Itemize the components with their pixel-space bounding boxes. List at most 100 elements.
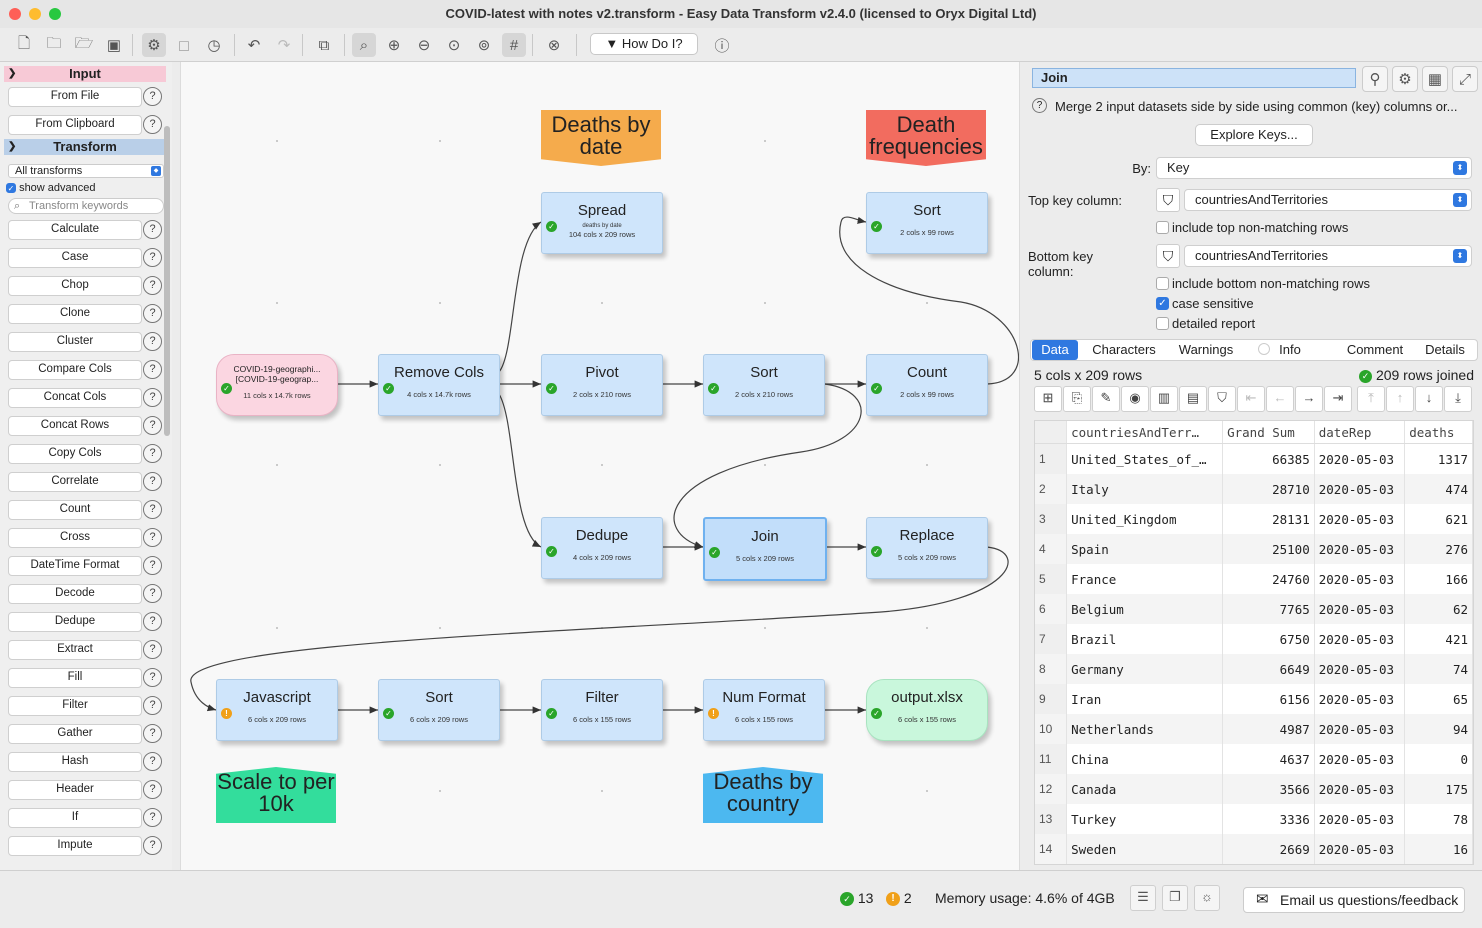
case-sensitive-checkbox[interactable]: ✓ bbox=[1156, 297, 1169, 310]
table-cell[interactable]: 65 bbox=[1404, 684, 1473, 714]
help-icon[interactable]: ? bbox=[143, 612, 162, 631]
transform-button-filter[interactable]: Filter bbox=[8, 696, 142, 716]
table-icon[interactable]: ▦ bbox=[1422, 66, 1448, 92]
node-count[interactable]: Count 2 cols x 99 rows ✓ bbox=[866, 354, 988, 416]
eye-icon[interactable]: ◉ bbox=[1121, 386, 1149, 412]
transform-button-concat-rows[interactable]: Concat Rows bbox=[8, 416, 142, 436]
zoom-in-icon[interactable]: ⊕ bbox=[387, 37, 401, 54]
tab-characters[interactable]: Characters bbox=[1092, 342, 1156, 357]
table-cell[interactable]: 2020-05-03 bbox=[1314, 474, 1406, 504]
help-icon[interactable]: ? bbox=[143, 276, 162, 295]
node-sort-2[interactable]: Sort 6 cols x 209 rows ✓ bbox=[378, 679, 500, 741]
transform-search-input[interactable]: ⌕ Transform keywords bbox=[8, 198, 164, 214]
table-cell[interactable]: Sweden bbox=[1066, 834, 1224, 864]
gears-icon[interactable]: ⚙ bbox=[1392, 66, 1418, 92]
previous-row-icon[interactable]: ↑ bbox=[1386, 386, 1414, 412]
zoom-select-icon[interactable]: ⌕ bbox=[352, 33, 376, 57]
node-remove-cols[interactable]: Remove Cols 4 cols x 14.7k rows ✓ bbox=[378, 354, 500, 416]
table-cell[interactable]: 2020-05-03 bbox=[1314, 684, 1406, 714]
node-input-file[interactable]: COVID-19-geographi... [COVID-19-geograp.… bbox=[216, 354, 338, 416]
table-cell[interactable]: 2020-05-03 bbox=[1314, 624, 1406, 654]
hierarchy-icon[interactable]: ⚲ bbox=[1362, 66, 1388, 92]
table-cell[interactable]: 276 bbox=[1404, 534, 1473, 564]
table-cell[interactable]: Belgium bbox=[1066, 594, 1224, 624]
help-icon[interactable]: ? bbox=[143, 500, 162, 519]
node-spread[interactable]: Spread deaths by date 104 cols x 209 row… bbox=[541, 192, 663, 254]
transform-button-datetime-format[interactable]: DateTime Format bbox=[8, 556, 142, 576]
save-icon[interactable]: ▣ bbox=[106, 37, 122, 54]
table-cell[interactable]: 62 bbox=[1404, 594, 1473, 624]
table-cell[interactable]: 94 bbox=[1404, 714, 1473, 744]
table-cell[interactable]: 28131 bbox=[1222, 504, 1315, 534]
table-cell[interactable]: 4637 bbox=[1222, 744, 1315, 774]
help-icon[interactable]: ? bbox=[1032, 98, 1047, 113]
table-cell[interactable]: 6750 bbox=[1222, 624, 1315, 654]
table-cell[interactable]: 2020-05-03 bbox=[1314, 504, 1406, 534]
table-cell[interactable]: 2020-05-03 bbox=[1314, 594, 1406, 624]
how-do-i-button[interactable]: ▼ How Do I? bbox=[590, 33, 698, 55]
node-javascript[interactable]: Javascript 6 cols x 209 rows ! bbox=[216, 679, 338, 741]
transform-button-concat-cols[interactable]: Concat Cols bbox=[8, 388, 142, 408]
table-cell[interactable]: 1317 bbox=[1404, 443, 1473, 474]
brightness-icon[interactable]: ☼ bbox=[1194, 885, 1220, 911]
column-header[interactable]: deaths bbox=[1404, 421, 1473, 444]
transform-button-if[interactable]: If bbox=[8, 808, 142, 828]
previous-column-icon[interactable]: ← bbox=[1266, 386, 1294, 412]
help-icon[interactable]: ? bbox=[143, 248, 162, 267]
node-filter[interactable]: Filter 6 cols x 155 rows ✓ bbox=[541, 679, 663, 741]
table-cell[interactable]: 2020-05-03 bbox=[1314, 714, 1406, 744]
filter-icon[interactable]: ⛉ bbox=[1208, 386, 1236, 412]
from-file-button[interactable]: From File bbox=[8, 87, 142, 107]
note-deaths-by-country[interactable]: Deaths by country bbox=[703, 767, 823, 823]
undo-icon[interactable]: ↶ bbox=[247, 37, 261, 54]
expand-icon[interactable]: ⤢ bbox=[1452, 66, 1478, 92]
table-cell[interactable]: Canada bbox=[1066, 774, 1224, 804]
table-cell[interactable]: 16 bbox=[1404, 834, 1473, 864]
transform-button-calculate[interactable]: Calculate bbox=[8, 220, 142, 240]
help-icon[interactable]: ? bbox=[143, 304, 162, 323]
open-recent-icon[interactable]: 🗁 bbox=[74, 34, 94, 52]
show-advanced-checkbox[interactable]: ✓ show advanced bbox=[6, 182, 96, 194]
zoom-fit-icon[interactable]: ⊙ bbox=[447, 37, 461, 54]
tab-info[interactable]: Info bbox=[1279, 342, 1301, 357]
stop-icon[interactable]: ◻ bbox=[177, 37, 191, 54]
help-icon[interactable]: ? bbox=[143, 332, 162, 351]
help-icon[interactable]: ? bbox=[143, 696, 162, 715]
transform-section-header[interactable]: ❯ Transform bbox=[4, 139, 166, 155]
table-cell[interactable]: United_Kingdom bbox=[1066, 504, 1224, 534]
table-cell[interactable]: 2020-05-03 bbox=[1314, 744, 1406, 774]
table-cell[interactable]: 2669 bbox=[1222, 834, 1315, 864]
settings-icon[interactable]: ⚙ bbox=[142, 33, 166, 57]
tab-details[interactable]: Details bbox=[1425, 342, 1465, 357]
transform-button-extract[interactable]: Extract bbox=[8, 640, 142, 660]
help-icon[interactable]: ? bbox=[143, 388, 162, 407]
table-cell[interactable]: 175 bbox=[1404, 774, 1473, 804]
table-cell[interactable]: Italy bbox=[1066, 474, 1224, 504]
transform-button-cross[interactable]: Cross bbox=[8, 528, 142, 548]
transform-filter-select[interactable]: All transforms ◆ bbox=[8, 164, 164, 178]
help-icon[interactable]: ? bbox=[143, 87, 162, 106]
help-icon[interactable]: ? bbox=[143, 528, 162, 547]
transform-button-cluster[interactable]: Cluster bbox=[8, 332, 142, 352]
next-row-icon[interactable]: ↓ bbox=[1415, 386, 1443, 412]
email-feedback-button[interactable]: ✉ Email us questions/feedback bbox=[1243, 887, 1465, 913]
minimize-window-button[interactable] bbox=[29, 8, 41, 20]
table-cell[interactable]: 2020-05-03 bbox=[1314, 804, 1406, 834]
help-icon[interactable]: ? bbox=[143, 668, 162, 687]
explore-keys-button[interactable]: Explore Keys... bbox=[1195, 124, 1313, 146]
help-icon[interactable]: ? bbox=[143, 444, 162, 463]
new-file-icon[interactable]: 🗋 bbox=[17, 34, 31, 52]
transform-button-gather[interactable]: Gather bbox=[8, 724, 142, 744]
node-join-selected[interactable]: Join 5 cols x 209 rows ✓ bbox=[703, 517, 827, 581]
note-scale-to-per-10k[interactable]: Scale to per 10k bbox=[216, 767, 336, 823]
table-cell[interactable]: 3336 bbox=[1222, 804, 1315, 834]
include-bottom-checkbox[interactable] bbox=[1156, 277, 1169, 290]
table-cell[interactable]: Germany bbox=[1066, 654, 1224, 684]
transform-button-clone[interactable]: Clone bbox=[8, 304, 142, 324]
table-cell[interactable]: 2020-05-03 bbox=[1314, 443, 1406, 474]
transform-button-dedupe[interactable]: Dedupe bbox=[8, 612, 142, 632]
